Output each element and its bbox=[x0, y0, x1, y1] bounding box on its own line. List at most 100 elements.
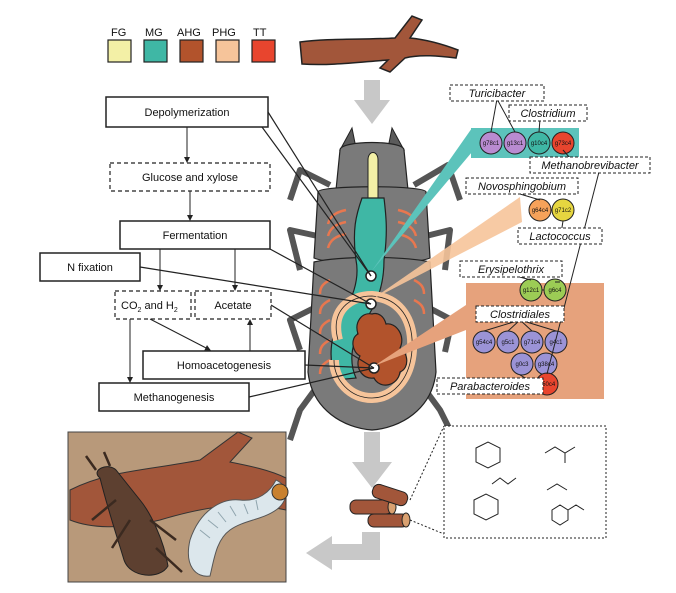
phg-callout-wedge bbox=[371, 197, 522, 300]
beetle-larva-scene bbox=[67, 431, 289, 583]
xylose-structure-icon bbox=[473, 493, 499, 521]
chemical-structures-panel bbox=[443, 425, 607, 539]
wood-branch-icon bbox=[299, 15, 459, 73]
larva-icon bbox=[188, 479, 287, 577]
co2-subscript: 2 bbox=[138, 307, 142, 314]
midgut-icon bbox=[330, 197, 387, 381]
node-label-g54c4: g54c4 bbox=[476, 340, 493, 346]
node-label-g4c1: g4c1 bbox=[549, 340, 563, 346]
pyruvate-structure-icon bbox=[544, 446, 576, 463]
legend-label-phg: PHG bbox=[212, 27, 236, 39]
depolymerization-label: Depolymerization bbox=[145, 107, 230, 119]
node-g0c3 bbox=[510, 352, 534, 376]
acetate-box bbox=[194, 290, 272, 320]
node-g12c1 bbox=[519, 278, 543, 302]
legend-item-ahg: AHG bbox=[177, 27, 204, 63]
node-g6c4 bbox=[543, 278, 567, 302]
legend-item-phg: PHG bbox=[212, 27, 240, 63]
lactate-structure-icon bbox=[491, 477, 517, 485]
legend: FG MG AHG PHG TT bbox=[107, 27, 276, 63]
n-fixation-box bbox=[39, 252, 141, 282]
acetate-label: Acetate bbox=[214, 300, 251, 312]
node-label-g71c2: g71c2 bbox=[555, 208, 572, 214]
legend-label-ahg: AHG bbox=[177, 27, 201, 39]
homoacetogenesis-label: Homoacetogenesis bbox=[177, 360, 272, 372]
erysipelothrix-label: Erysipelothrix bbox=[478, 264, 545, 276]
legend-label-tt: TT bbox=[253, 27, 267, 39]
parabacteroides-label: Parabacteroides bbox=[450, 381, 531, 393]
methanobrevibacter-label: Methanobrevibacter bbox=[541, 160, 640, 172]
adult-beetle-icon bbox=[96, 466, 169, 576]
taxa-labels bbox=[436, 84, 651, 395]
beetle-gut-illustration bbox=[287, 126, 463, 442]
fermentation-box bbox=[119, 220, 271, 250]
novosphingobium-label: Novosphingobium bbox=[478, 181, 566, 193]
fermentation-label: Fermentation bbox=[163, 230, 228, 242]
legend-item-fg: FG bbox=[107, 27, 132, 63]
clostridiales-label: Clostridiales bbox=[490, 309, 550, 321]
node-label-g71c4: g71c4 bbox=[524, 340, 541, 346]
methanobrevibacter-box bbox=[529, 156, 651, 174]
legend-item-mg: MG bbox=[143, 27, 168, 63]
node-label-g5c1: g5c1 bbox=[501, 340, 515, 346]
node-label-g38c4: g38c4 bbox=[538, 362, 555, 368]
clostridiales-box bbox=[475, 305, 565, 323]
legend-swatch-mg bbox=[143, 39, 168, 63]
ahg-network: g12c1 g6c4 g54c4 g5c1 g71c4 g4c1 g0c3 g3… bbox=[472, 278, 568, 396]
lactococcus-box bbox=[517, 227, 603, 245]
n-fixation-label: N fixation bbox=[67, 262, 113, 274]
benzoate-structure-icon bbox=[551, 504, 585, 526]
larva-head-icon bbox=[271, 483, 289, 501]
turicibacter-label: Turicibacter bbox=[469, 88, 527, 100]
node-label-g50c4: g50c4 bbox=[539, 382, 556, 388]
glucose-structure-icon bbox=[475, 441, 501, 469]
pathway-diagram: Depolymerization Glucose and xylose Ferm… bbox=[39, 96, 375, 412]
legend-swatch-fg bbox=[107, 39, 132, 63]
return-arrow-icon bbox=[306, 532, 380, 570]
legend-swatch-ahg bbox=[179, 39, 204, 63]
parabacteroides-box bbox=[436, 377, 544, 395]
node-label-g13c1: g13c1 bbox=[507, 141, 524, 147]
legend-swatch-tt bbox=[251, 39, 276, 63]
and-h-text: and H bbox=[141, 300, 173, 312]
legend-label-mg: MG bbox=[145, 27, 163, 39]
node-label-g10c4: g10c4 bbox=[531, 141, 548, 147]
ahg-callout-wedge bbox=[374, 305, 466, 366]
node-label-g6c4: g6c4 bbox=[548, 288, 562, 294]
legend-swatch-phg bbox=[215, 39, 240, 63]
co2-text: CO bbox=[121, 300, 138, 312]
node-label-g64c4: g64c4 bbox=[532, 208, 549, 214]
novosphingobium-box bbox=[465, 177, 579, 195]
co2-h2-box bbox=[114, 290, 192, 320]
erysipelothrix-box bbox=[459, 260, 563, 278]
node-label-g12c1: g12c1 bbox=[523, 288, 540, 294]
node-label-g78c1: g78c1 bbox=[483, 141, 500, 147]
phg-network: g64c4 g71c2 bbox=[528, 198, 575, 222]
clostridium-box bbox=[508, 104, 588, 122]
node-g73c4 bbox=[551, 131, 575, 155]
glucose-xylose-box bbox=[109, 162, 271, 192]
wood-pieces-icon bbox=[349, 483, 411, 528]
turicibacter-box bbox=[449, 84, 545, 102]
glucose-xylose-label: Glucose and xylose bbox=[142, 172, 238, 184]
mg-callout-wedge bbox=[371, 128, 472, 272]
methanogenesis-label: Methanogenesis bbox=[134, 392, 215, 404]
co2-h2-label: CO2 and H2 bbox=[121, 300, 178, 314]
node-label-g73c4: g73c4 bbox=[555, 141, 572, 147]
down-arrow-mid-icon bbox=[352, 432, 392, 488]
clostridium-label: Clostridium bbox=[520, 108, 575, 120]
legend-label-fg: FG bbox=[111, 27, 126, 39]
foregut-icon bbox=[367, 152, 379, 201]
homoacetogenesis-box bbox=[142, 350, 306, 380]
legend-item-tt: TT bbox=[251, 27, 276, 63]
node-g64c4 bbox=[528, 198, 552, 222]
lactococcus-label: Lactococcus bbox=[529, 231, 591, 243]
mg-network: g78c1 g13c1 g10c4 g73c4 bbox=[479, 131, 575, 155]
acetate-structure-icon bbox=[546, 483, 568, 491]
depolymerization-box bbox=[105, 96, 269, 128]
down-arrow-top-icon bbox=[354, 80, 390, 124]
h2-subscript: 2 bbox=[174, 307, 178, 314]
node-label-g0c3: g0c3 bbox=[515, 362, 529, 368]
